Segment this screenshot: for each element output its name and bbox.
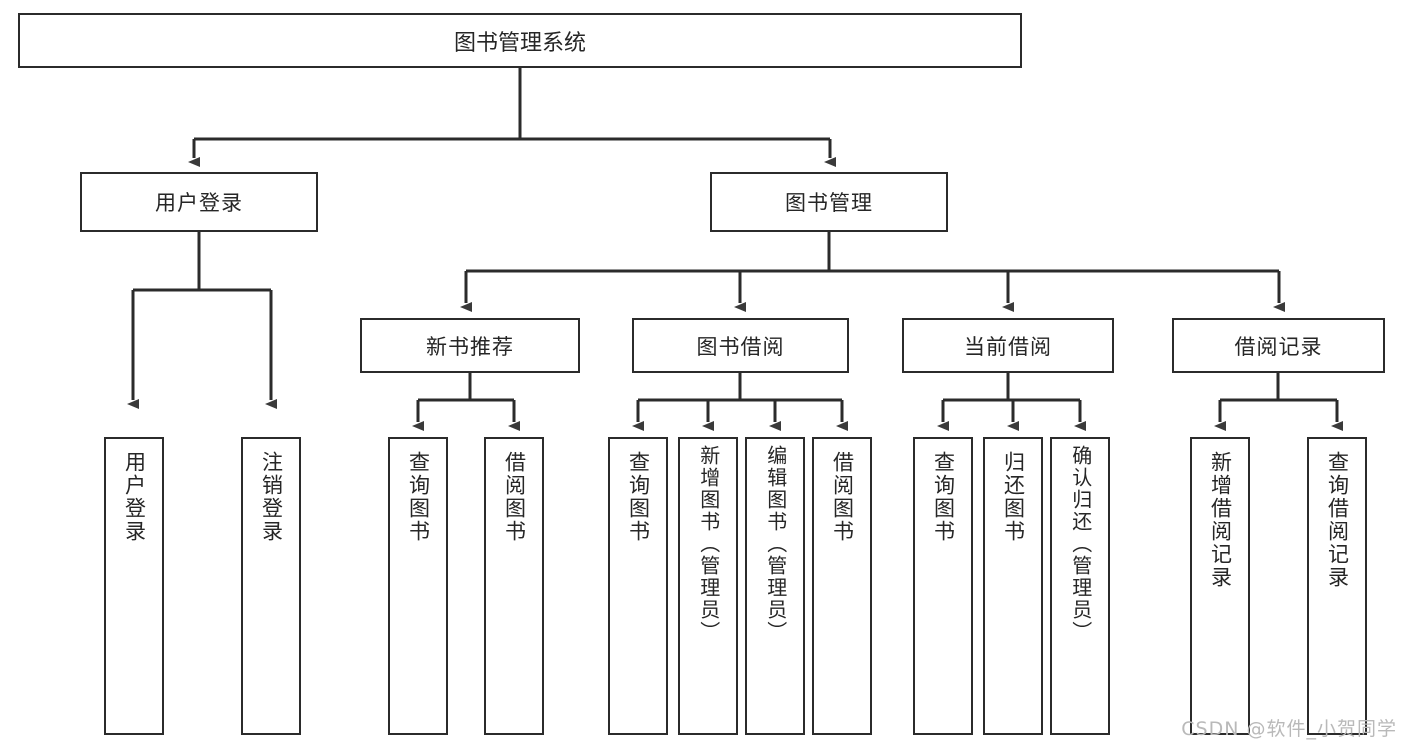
node-book-borrow-label: 图书借阅 <box>696 334 785 359</box>
leaf-node[interactable]: 查询借阅记录 <box>1307 437 1367 735</box>
leaf-label: 借阅图书 <box>830 451 855 543</box>
node-current-borrow[interactable]: 当前借阅 <box>902 318 1114 373</box>
leaf-label: 注销登录 <box>259 451 284 543</box>
node-current-borrow-label: 当前借阅 <box>964 334 1052 359</box>
leaf-label: 查询图书 <box>931 451 956 543</box>
node-root-label: 图书管理系统 <box>453 30 586 56</box>
leaf-label: 查询图书 <box>406 451 431 543</box>
node-book-borrow[interactable]: 图书借阅 <box>632 318 849 373</box>
leaf-node[interactable]: 注销登录 <box>241 437 301 735</box>
leaf-label: 借阅图书 <box>502 451 527 543</box>
node-borrow-record-label: 借阅记录 <box>1234 334 1323 359</box>
leaf-node[interactable]: 查询图书 <box>913 437 973 735</box>
watermark: CSDN @软件_小贺同学 <box>1181 718 1397 740</box>
node-new-book-recommend-label: 新书推荐 <box>426 334 514 359</box>
leaf-node[interactable]: 编辑图书（管理员） <box>745 437 805 735</box>
leaf-label: 确认归还（管理员） <box>1068 445 1093 643</box>
node-new-book-recommend[interactable]: 新书推荐 <box>360 318 580 373</box>
leaf-node[interactable]: 借阅图书 <box>812 437 872 735</box>
node-root[interactable]: 图书管理系统 <box>18 13 1022 68</box>
leaf-node[interactable]: 用户登录 <box>104 437 164 735</box>
leaf-node[interactable]: 查询图书 <box>388 437 448 735</box>
leaf-node[interactable]: 查询图书 <box>608 437 668 735</box>
leaf-label: 用户登录 <box>122 451 147 543</box>
leaf-label: 编辑图书（管理员） <box>763 445 788 643</box>
node-book-management[interactable]: 图书管理 <box>710 172 948 232</box>
node-book-management-label: 图书管理 <box>785 191 873 215</box>
leaf-node[interactable]: 新增借阅记录 <box>1190 437 1250 735</box>
node-user-login[interactable]: 用户登录 <box>80 172 318 232</box>
leaf-node[interactable]: 新增图书（管理员） <box>678 437 738 735</box>
node-borrow-record[interactable]: 借阅记录 <box>1172 318 1385 373</box>
leaf-label: 归还图书 <box>1001 451 1026 543</box>
leaf-label: 查询借阅记录 <box>1325 451 1350 589</box>
leaf-label: 新增借阅记录 <box>1208 451 1233 589</box>
node-user-login-label: 用户登录 <box>155 191 243 215</box>
leaf-node[interactable]: 确认归还（管理员） <box>1050 437 1110 735</box>
leaf-node[interactable]: 借阅图书 <box>484 437 544 735</box>
leaf-label: 新增图书（管理员） <box>696 445 721 643</box>
leaf-node[interactable]: 归还图书 <box>983 437 1043 735</box>
leaf-label: 查询图书 <box>626 451 651 543</box>
